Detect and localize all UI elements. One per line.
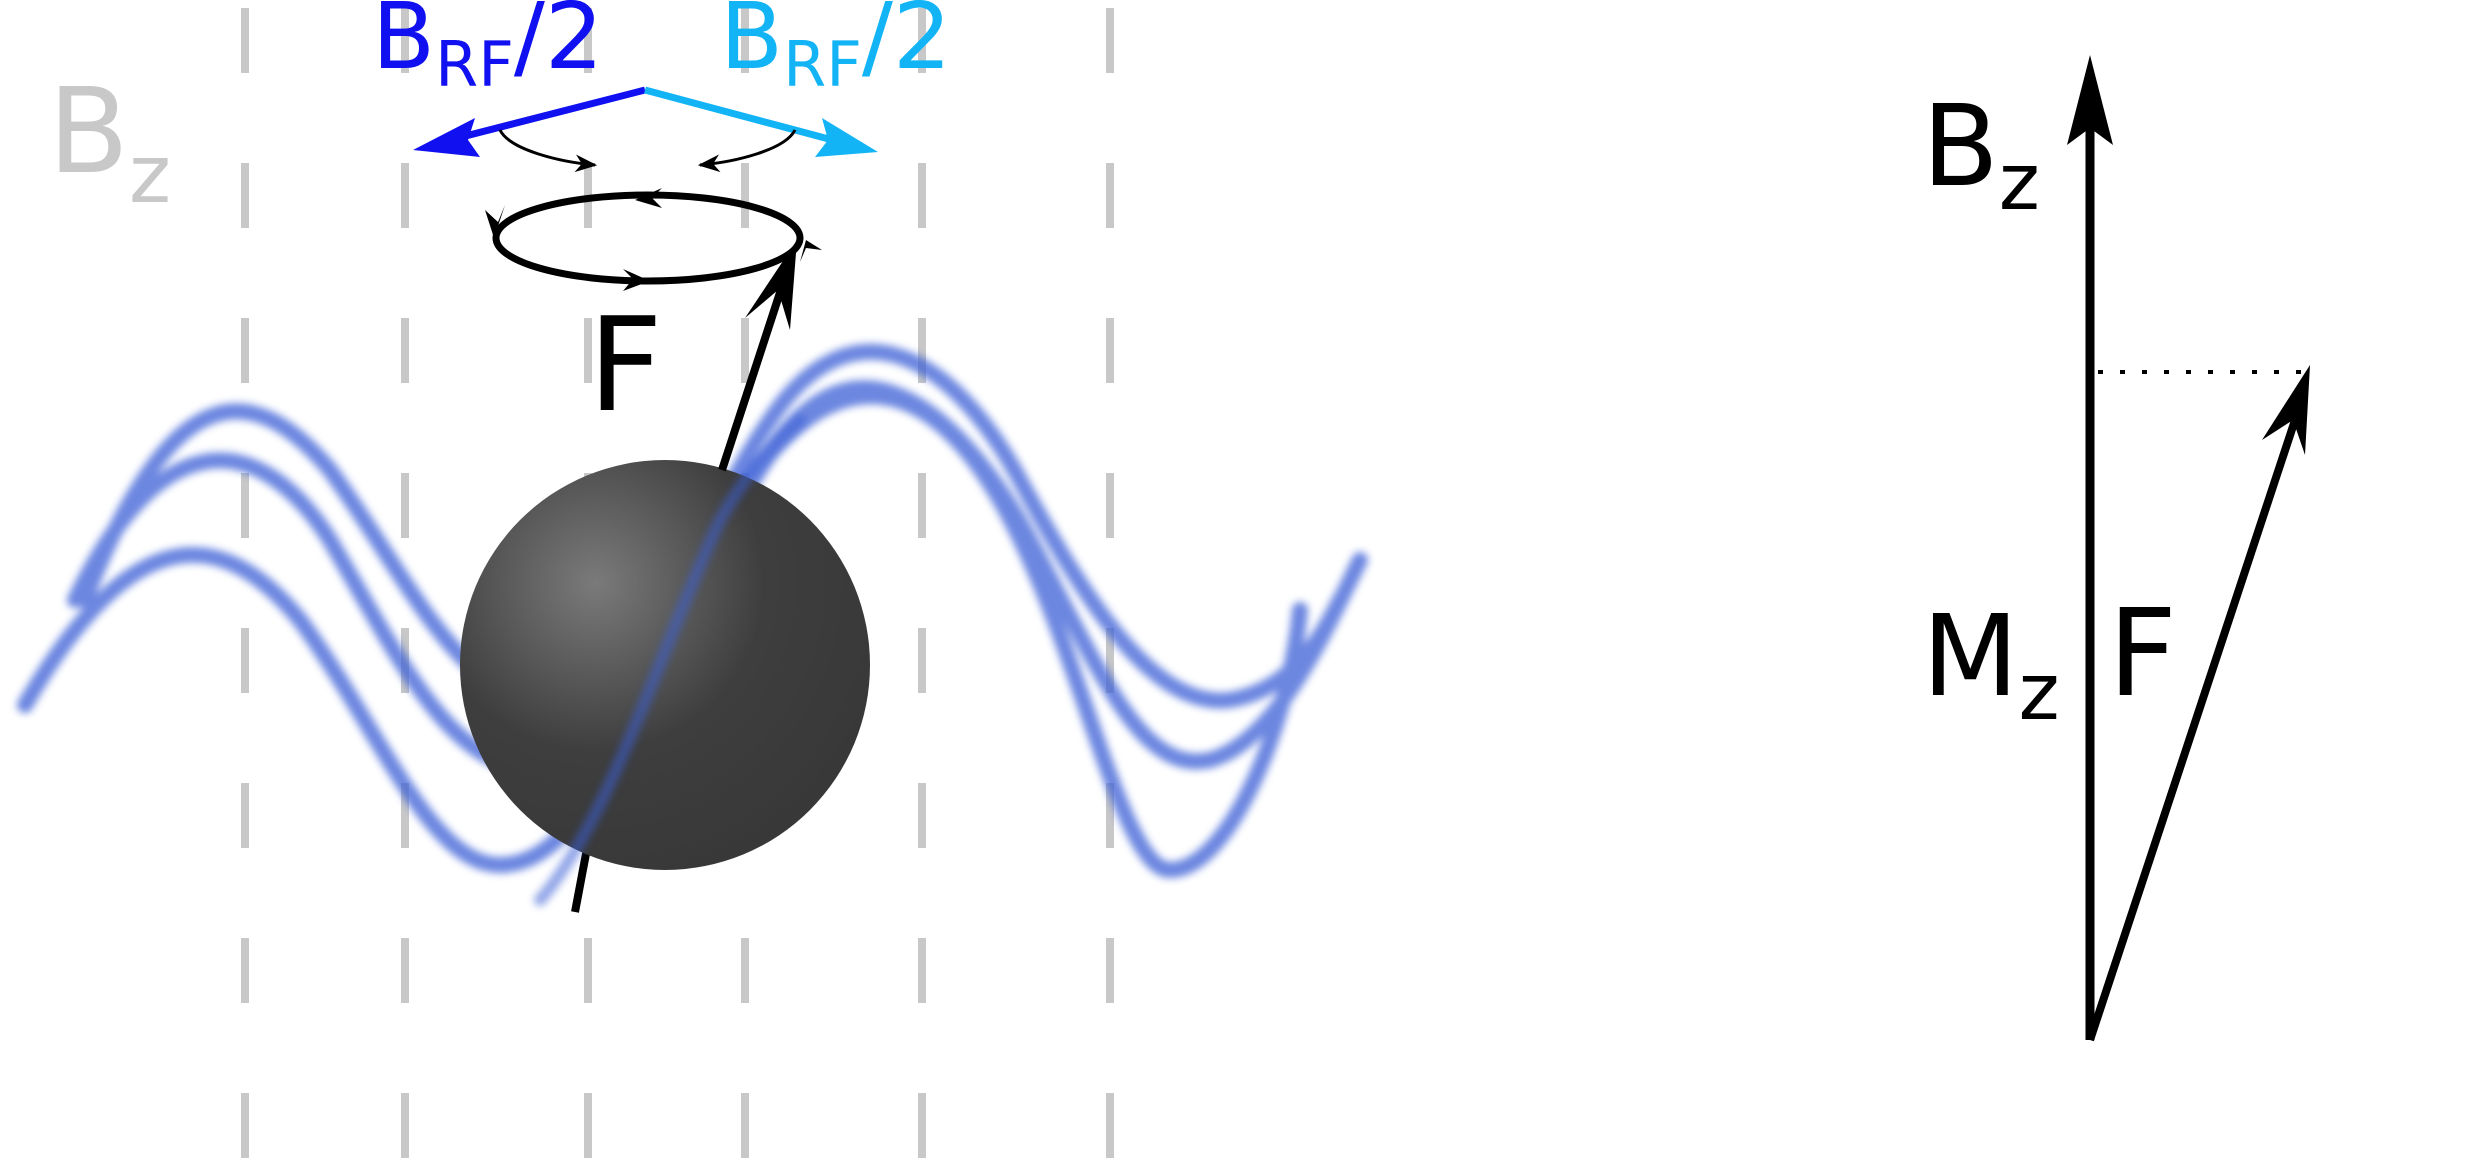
spin-arrow xyxy=(718,260,794,472)
rotation-arrows xyxy=(498,129,797,173)
rf-wave-front xyxy=(534,414,806,906)
bz-background-label: Bz xyxy=(48,62,171,221)
bz-arrowhead xyxy=(2067,55,2113,145)
brf-left-label: BRF/2 xyxy=(372,0,603,101)
right-mz-label: Mz xyxy=(1922,592,2060,738)
brf-right-label: BRF/2 xyxy=(720,0,951,101)
precession-arrowhead xyxy=(485,205,505,238)
brf-left-vector xyxy=(449,86,646,144)
brf-right-vector xyxy=(644,86,841,146)
vector-diagram: Bz Mz F xyxy=(1922,55,2310,1042)
precession-arrowhead xyxy=(635,188,662,208)
precession-arrowhead xyxy=(623,269,650,291)
rotation-arrow-right xyxy=(697,129,797,173)
rf-wave xyxy=(77,343,1348,714)
spin-f-label: F xyxy=(588,289,663,441)
right-f-label: F xyxy=(2108,585,2177,724)
brf-right-arrowhead xyxy=(815,118,878,157)
f-vector xyxy=(2086,403,2304,1042)
brf-left-arrowhead xyxy=(413,118,480,157)
field-lines xyxy=(241,8,1114,1161)
precession-arrowhead xyxy=(800,240,822,262)
rotation-arrow-left xyxy=(498,129,598,173)
precession-ellipse xyxy=(492,191,804,285)
f-arrowhead xyxy=(2262,365,2310,455)
spin-arrow-head xyxy=(745,240,797,330)
precession-arrowheads xyxy=(485,188,822,291)
right-bz-label: Bz xyxy=(1922,82,2040,228)
